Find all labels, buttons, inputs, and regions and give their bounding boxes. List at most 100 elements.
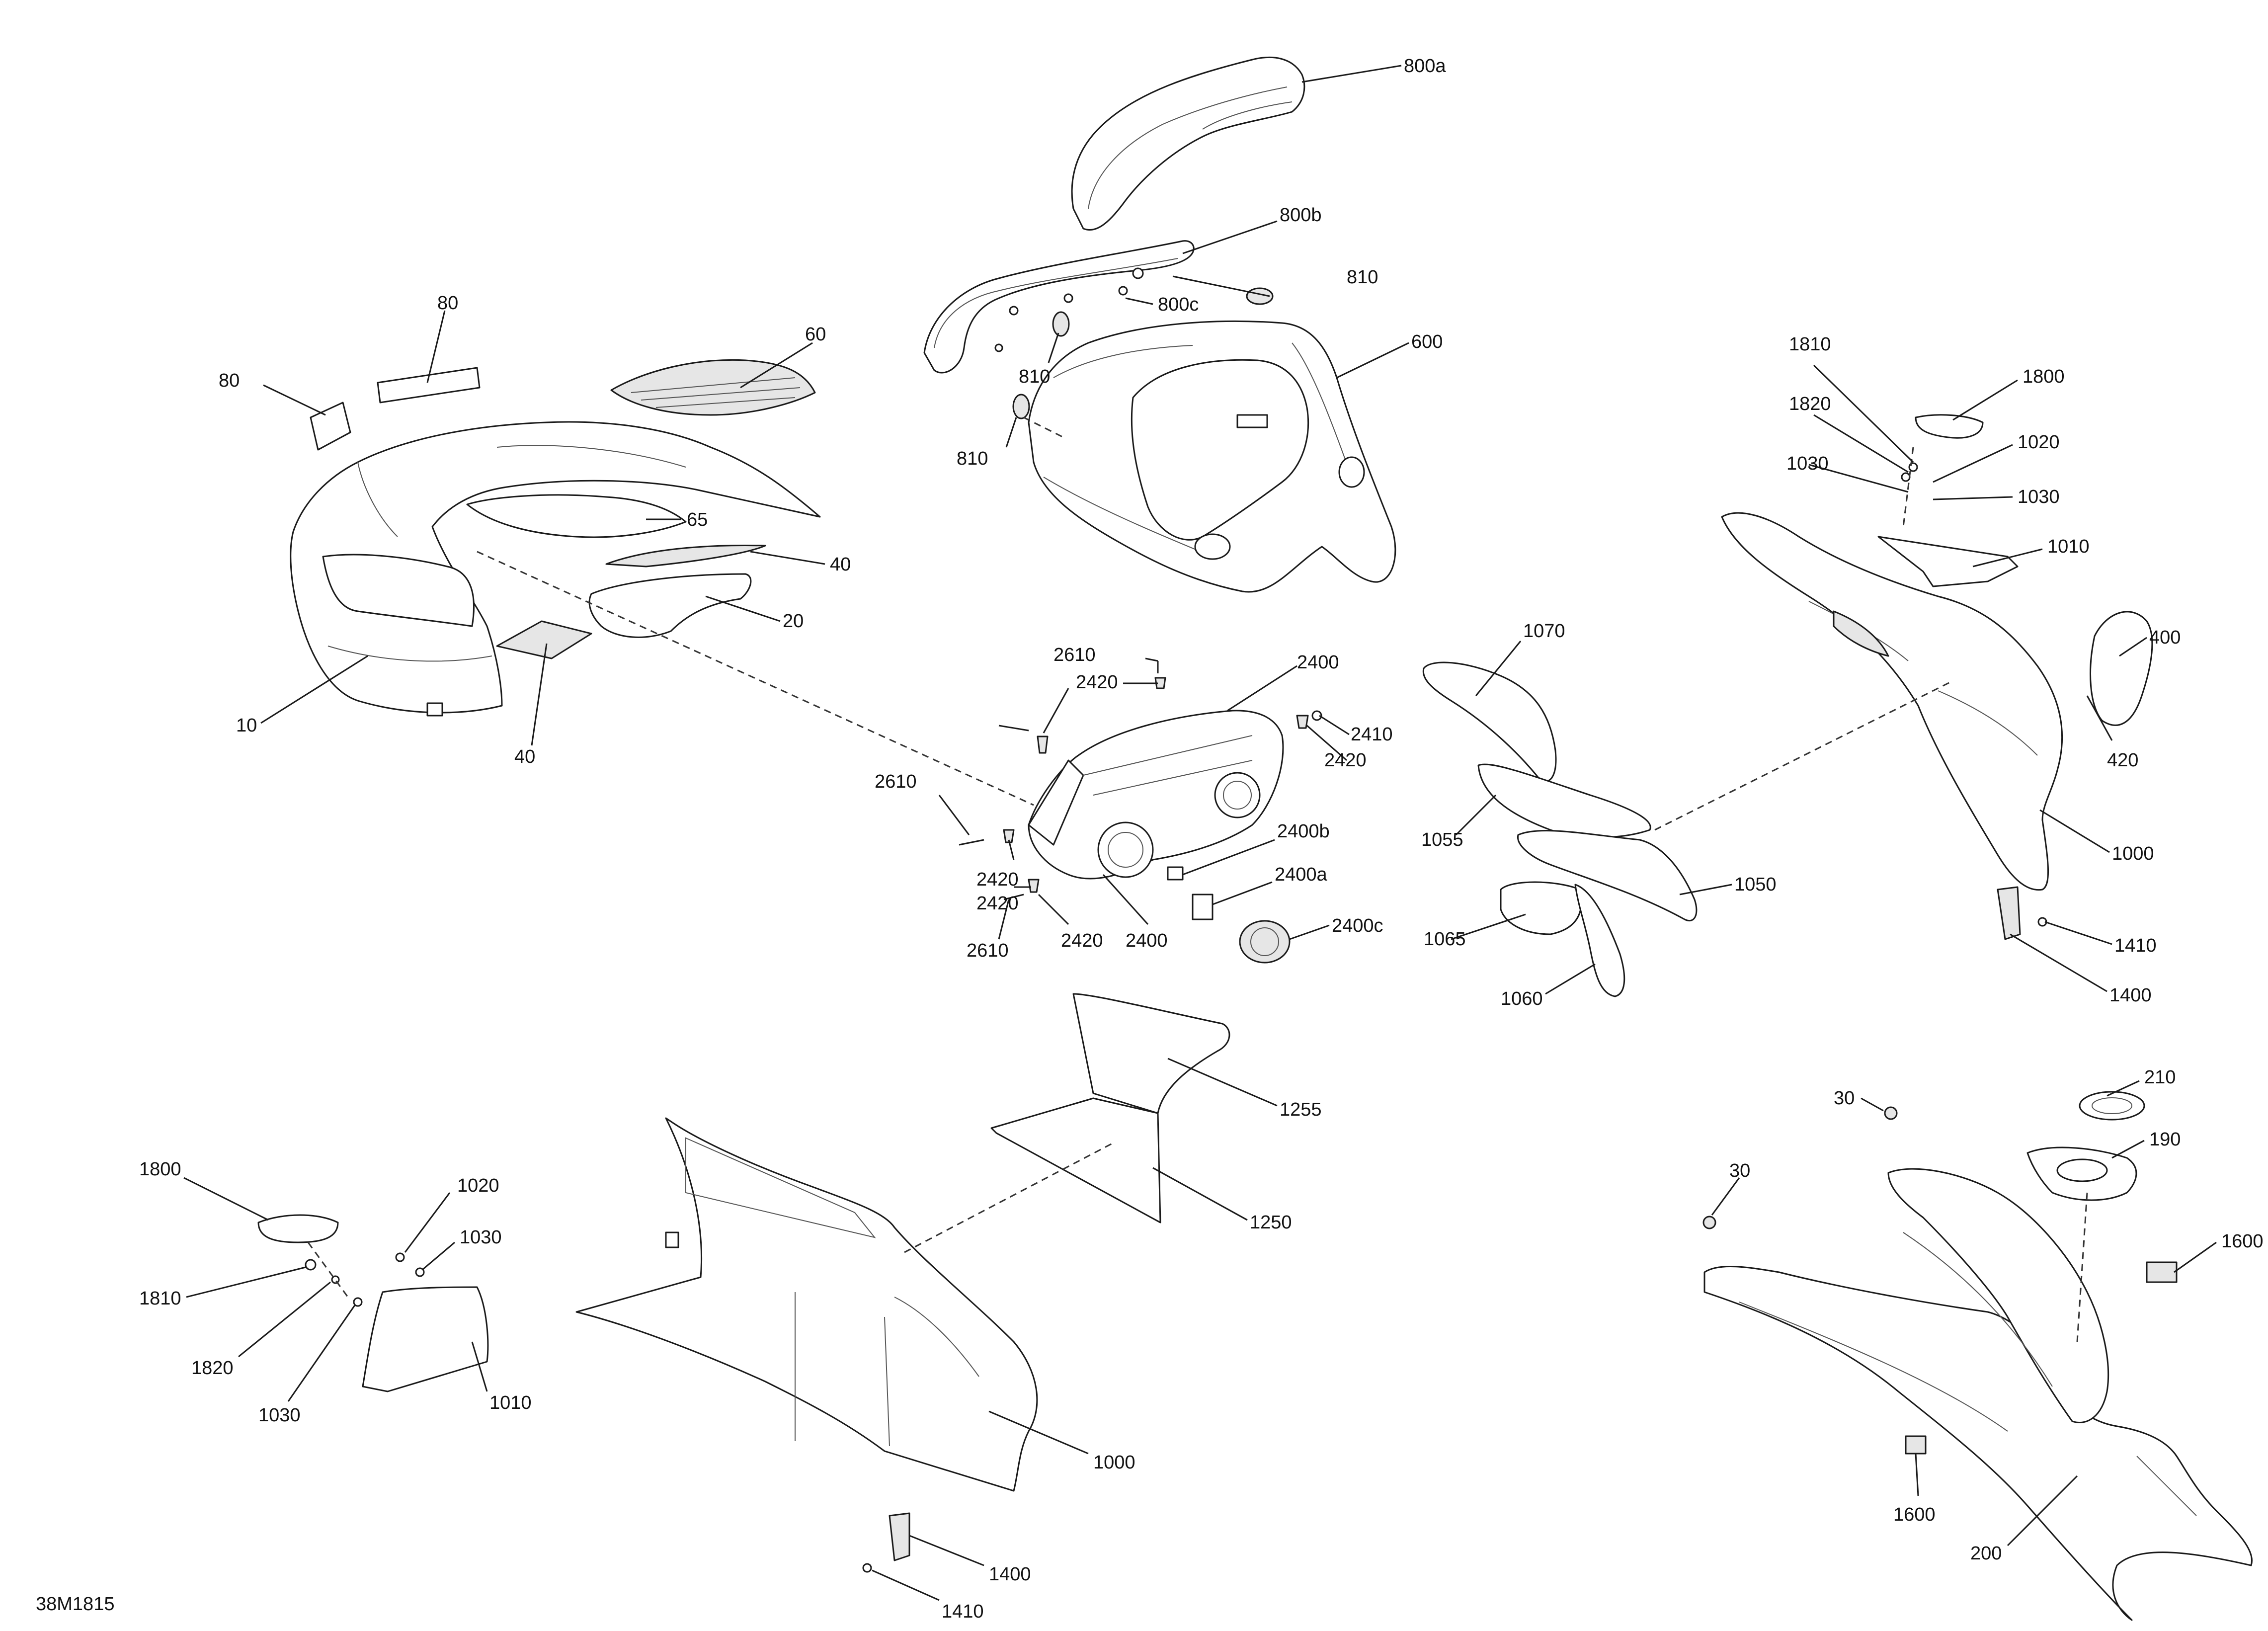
callout-2610-top: 2610 [1053, 645, 1096, 665]
clip-2420-a [1037, 735, 1049, 754]
reflector-80-b [377, 367, 481, 404]
callout-810-low: 810 [957, 448, 988, 469]
clip-2420-b [1154, 677, 1166, 689]
callout-1400-bottom: 1400 [989, 1564, 1031, 1585]
screw-1020-left [395, 1252, 405, 1262]
figure-reference: 38M1815 [36, 1594, 114, 1615]
callout-30-top: 30 [1834, 1088, 1855, 1109]
screw-2610-d [1003, 894, 1024, 900]
latch-1800-right [1915, 414, 1984, 439]
connector-1600-bottom [1905, 1435, 1927, 1455]
callout-1065: 1065 [1424, 929, 1466, 950]
shield-1250 [990, 1097, 1161, 1223]
callout-400: 400 [2149, 627, 2181, 648]
callout-1020-right: 1020 [2018, 432, 2060, 453]
assembly-line-latch-right [1902, 447, 1914, 527]
callout-1600-right: 1600 [2221, 1231, 2264, 1252]
clip-2420-d [1003, 829, 1015, 843]
callout-800c: 800c [1158, 294, 1199, 315]
insert-65 [466, 494, 687, 538]
bulb-2400a [1192, 894, 1214, 920]
callout-2420-mid: 2420 [976, 869, 1019, 890]
callout-1000-right: 1000 [2112, 843, 2154, 864]
callout-1400-right: 1400 [2109, 985, 2152, 1006]
panel-1065 [1500, 881, 1582, 935]
front-fascia [1703, 1168, 2253, 1621]
callout-2420-right: 2420 [1324, 750, 1367, 771]
callout-10: 10 [236, 715, 257, 736]
light-cover-400 [2090, 611, 2153, 726]
callout-2420-low: 2420 [976, 893, 1019, 914]
panel-1055 [1477, 763, 1651, 838]
callout-1055: 1055 [1421, 829, 1463, 850]
assembly-line-cowl-to-headlight [477, 551, 1034, 806]
callout-1800-left: 1800 [139, 1159, 181, 1180]
assembly-line-latch-left [307, 1242, 349, 1298]
latch-1800-left [257, 1214, 339, 1243]
callout-600: 600 [1411, 331, 1443, 352]
panel-1060 [1574, 884, 1625, 997]
assembly-line-headlight-to-panel [1654, 680, 1953, 831]
panel-1050 [1517, 829, 1698, 921]
callout-810-top: 810 [1347, 267, 1378, 288]
callout-60: 60 [805, 324, 826, 345]
callout-1600-bottom: 1600 [1893, 1504, 1936, 1525]
windshield-bracket [923, 240, 1195, 374]
clip-2420-e [1028, 879, 1040, 893]
callout-1820-left: 1820 [191, 1358, 234, 1379]
headlight-cap-2400c [1239, 920, 1291, 964]
screw-2610-a [998, 725, 1029, 732]
callout-1800-right: 1800 [2023, 366, 2065, 387]
latch-plate-1400-right [1997, 886, 2021, 940]
callout-20: 20 [783, 611, 804, 632]
ring-210 [2079, 1091, 2145, 1121]
callout-1030-left-b: 1030 [258, 1405, 301, 1426]
panel-1070 [1422, 661, 1557, 782]
bracket-1010-right [1877, 536, 2019, 587]
shield-1255 [1072, 993, 1230, 1114]
clip-30-top [1884, 1106, 1898, 1120]
callout-1060: 1060 [1501, 988, 1543, 1009]
connector-1600-right [2146, 1261, 2178, 1283]
callout-1030-left-a: 1030 [460, 1227, 502, 1248]
grommet-810-low [1012, 394, 1030, 419]
assembly-line-grommet [1023, 416, 1064, 438]
callout-30-left: 30 [1729, 1160, 1750, 1181]
callout-1000-bottom: 1000 [1093, 1452, 1135, 1473]
callout-2410: 2410 [1351, 724, 1393, 745]
callout-2610-low: 2610 [967, 940, 1009, 961]
screw-1030-left-b [415, 1267, 425, 1277]
callout-2400c: 2400c [1332, 915, 1383, 936]
panel-20 [588, 573, 752, 638]
callout-800a: 800a [1404, 56, 1446, 77]
bulb-socket-2400b [1167, 866, 1184, 881]
callout-2400-top: 2400 [1297, 652, 1339, 673]
latch-plate-1400-bottom [889, 1512, 910, 1561]
callout-1070: 1070 [1523, 621, 1565, 642]
assembly-line-shield-to-panel [904, 1142, 1114, 1253]
nose-cowl-part [290, 421, 821, 717]
callout-2610-left: 2610 [875, 771, 917, 792]
washer-1810-left [305, 1259, 317, 1271]
callout-2400b: 2400b [1277, 821, 1330, 842]
callout-1030-right-b: 1030 [2018, 487, 2060, 507]
bracket-1010-left [362, 1286, 489, 1392]
callout-1410-right: 1410 [2114, 935, 2157, 956]
callout-2400a: 2400a [1275, 864, 1328, 885]
grille-60 [610, 359, 816, 416]
callout-1010-left: 1010 [489, 1392, 532, 1413]
callout-80-top: 80 [437, 293, 458, 314]
callout-1020-left: 1020 [457, 1175, 499, 1196]
callout-40-lower: 40 [514, 746, 535, 767]
callout-65: 65 [687, 509, 708, 530]
screw-1030-left-a [353, 1297, 363, 1307]
callout-1820-right: 1820 [1789, 394, 1831, 414]
windshield-part [1071, 57, 1305, 231]
callout-2400-bottom: 2400 [1126, 930, 1168, 951]
vent-40-lower [496, 620, 592, 659]
callout-80-left: 80 [219, 370, 240, 391]
callout-1250: 1250 [1250, 1212, 1292, 1233]
callout-420: 420 [2107, 750, 2138, 771]
grommet-810-mid [1052, 311, 1070, 337]
callout-810-mid: 810 [1019, 366, 1050, 387]
